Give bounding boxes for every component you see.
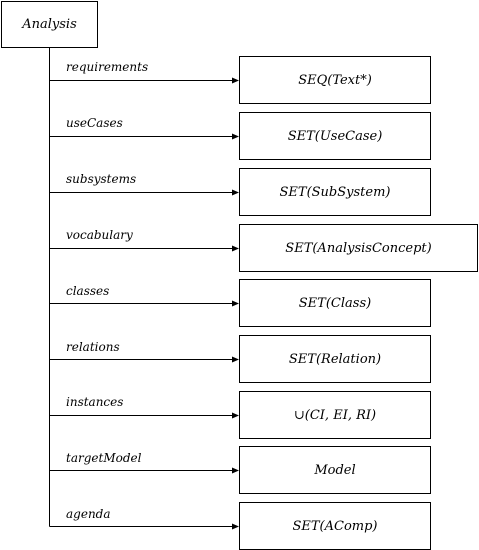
arrowhead [232,356,239,363]
target-node-vocabulary: SET(AnalysisConcept) [239,224,478,272]
arrowhead [232,77,239,84]
target-node-target-model: Model [239,446,431,494]
edge-label-target-model: targetModel [66,451,142,465]
target-node-classes: SET(Class) [239,279,431,327]
target-node-label: SEQ(Text*) [298,72,372,88]
edge-label-relations: relations [66,340,120,354]
target-node-instances: ∪(CI, EI, RI) [239,391,431,439]
arrowhead [232,245,239,252]
arrowhead [232,412,239,419]
arrowhead [232,467,239,474]
edge-label-vocabulary: vocabulary [66,228,133,242]
arrowhead [232,133,239,140]
edge-label-use-cases: useCases [66,116,123,130]
target-node-requirements: SEQ(Text*) [239,56,431,104]
target-node-use-cases: SET(UseCase) [239,112,431,160]
edge-label-instances: instances [66,395,124,409]
target-node-label: Model [314,462,356,478]
target-node-subsystems: SET(SubSystem) [239,168,431,216]
root-node-analysis: Analysis [1,1,98,48]
arrowhead [232,189,239,196]
target-node-label: SET(SubSystem) [279,184,391,200]
arrowhead [232,300,239,307]
edge-label-requirements: requirements [66,60,149,74]
target-node-label: SET(UseCase) [287,128,383,144]
target-node-relations: SET(Relation) [239,335,431,383]
target-node-label: SET(AComp) [292,518,378,534]
arrowhead [232,523,239,530]
target-node-label: SET(AnalysisConcept) [285,240,432,256]
edge-label-agenda: agenda [66,507,111,521]
edge-label-classes: classes [66,284,110,298]
target-node-agenda: SET(AComp) [239,502,431,550]
root-node-label: Analysis [22,17,77,32]
target-node-label: ∪(CI, EI, RI) [293,407,377,423]
target-node-label: SET(Class) [298,295,372,311]
edge-label-subsystems: subsystems [66,172,137,186]
target-node-label: SET(Relation) [288,351,382,367]
